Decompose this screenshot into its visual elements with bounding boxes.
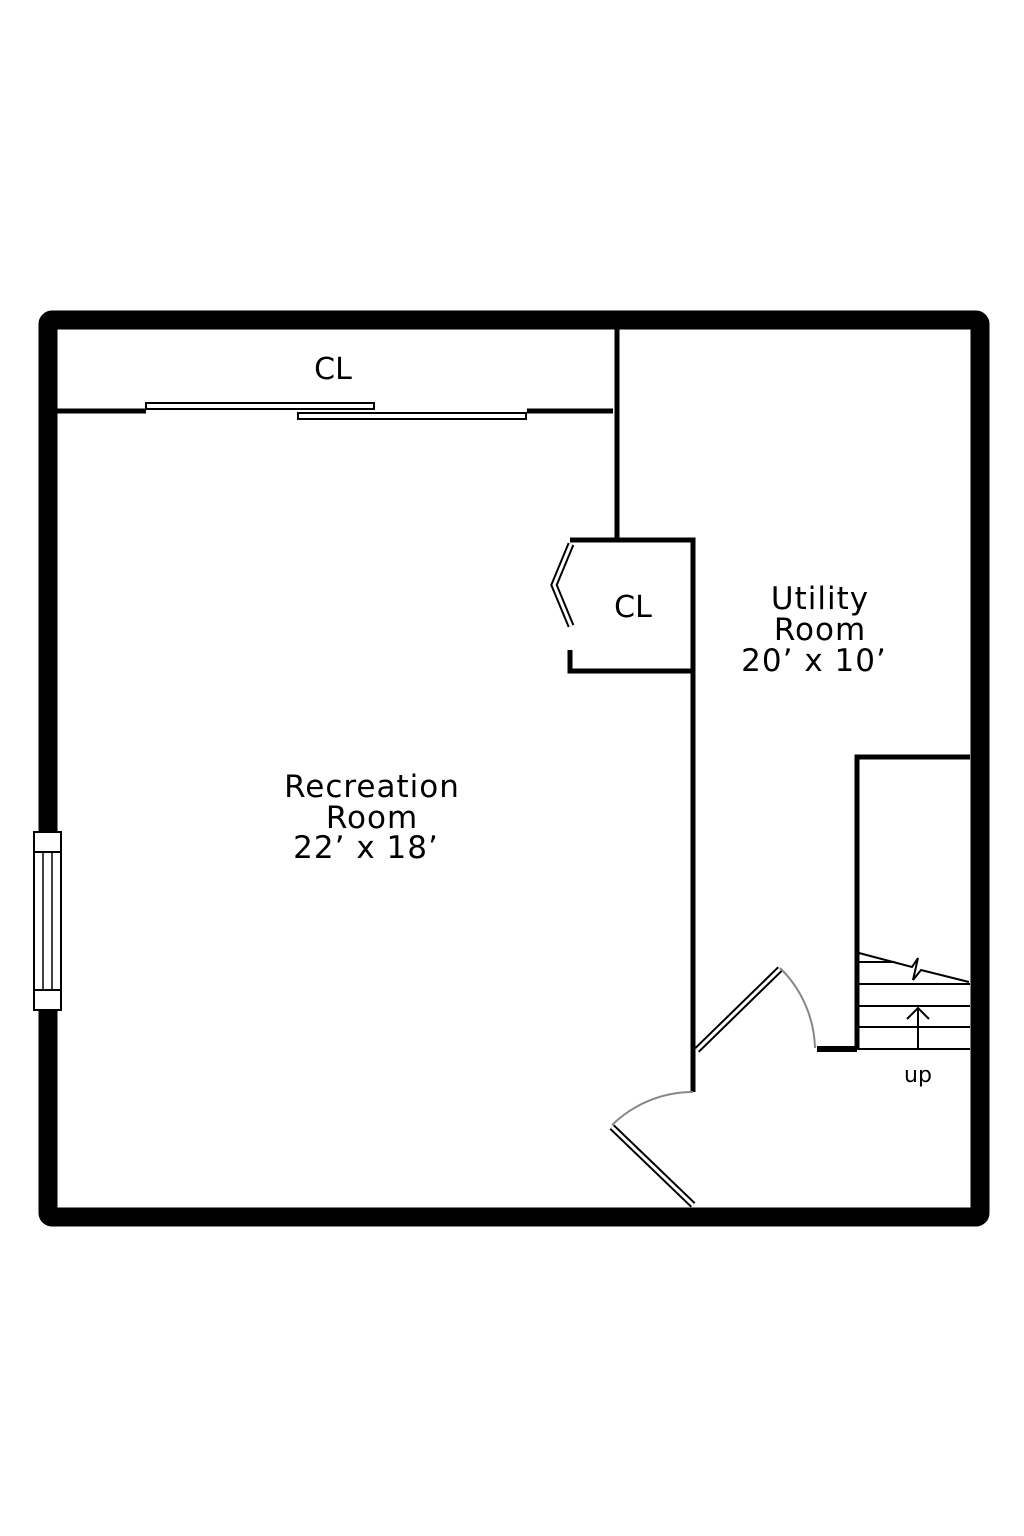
- utility-door[interactable]: [694, 966, 816, 1053]
- sliding-closet-doors: [145, 402, 527, 420]
- utility-room-name-2: Room: [774, 612, 866, 648]
- bifold-door: [550, 542, 575, 628]
- window: [33, 831, 62, 1011]
- closet-top-label: CL: [314, 352, 352, 387]
- recreation-room-name-2: Room: [326, 800, 418, 836]
- stair-up-arrow-icon: [906, 1006, 930, 1049]
- recreation-room-dimensions: 22’ x 18’: [293, 830, 439, 866]
- stairs: [817, 754, 970, 1052]
- utility-room-dimensions: 20’ x 10’: [741, 643, 887, 679]
- stair-break-line: [858, 952, 970, 983]
- top-closet-wall: [57, 329, 620, 542]
- stairs-up-label: up: [904, 1063, 932, 1088]
- outer-walls: [38, 310, 990, 1227]
- utility-room-name: Utility: [771, 581, 869, 617]
- recreation-door[interactable]: [609, 1091, 696, 1208]
- small-closet-walls: [567, 537, 696, 1092]
- bifold-door-inner: [552, 543, 573, 627]
- closet-small-label: CL: [614, 590, 652, 625]
- recreation-room-name: Recreation: [284, 769, 460, 805]
